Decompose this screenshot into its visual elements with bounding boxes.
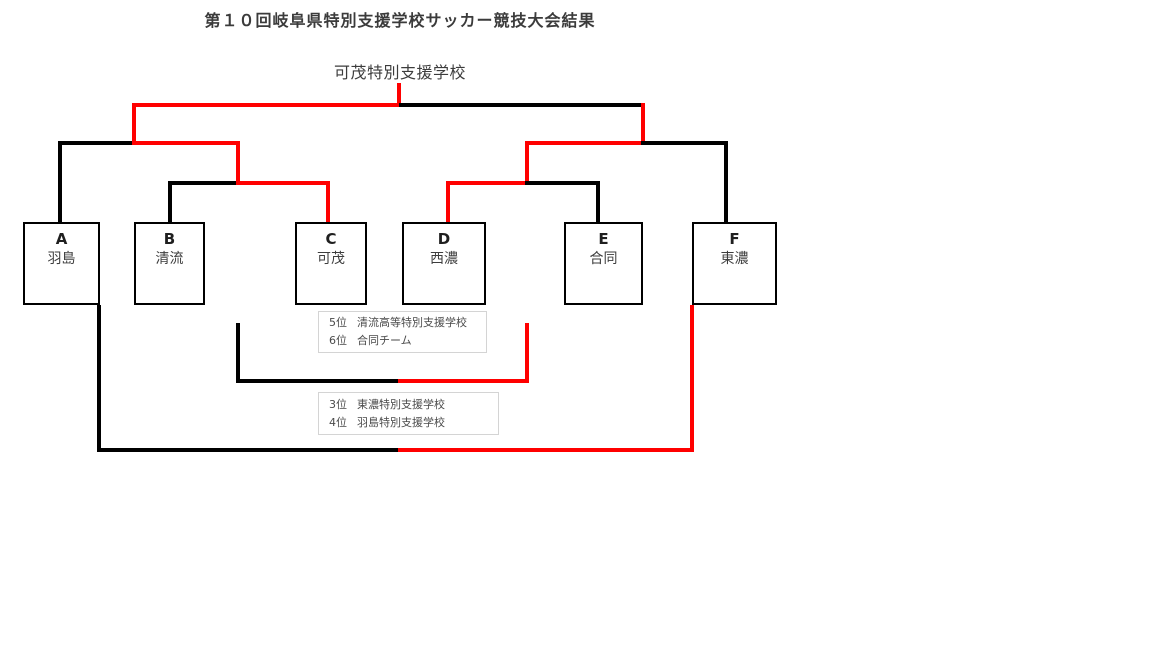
team-e-seed: E bbox=[598, 230, 609, 248]
team-d-seed: D bbox=[437, 230, 451, 248]
team-d-name: 西濃 bbox=[430, 250, 458, 267]
champion-stub-line bbox=[397, 83, 401, 107]
result-row-3rd: 3位東濃特別支援学校 bbox=[329, 397, 488, 413]
connector-team-a bbox=[58, 141, 62, 222]
champion-label: 可茂特別支援学校 bbox=[333, 63, 466, 82]
team-e-name: 合同 bbox=[589, 250, 618, 267]
de-match-line-e-side bbox=[525, 181, 600, 185]
rank-3-label: 3位 bbox=[329, 397, 347, 411]
result-row-5th: 5位清流高等特別支援学校 bbox=[329, 315, 476, 331]
result-row-6th: 6位合同チーム bbox=[329, 333, 476, 349]
de-match-riser bbox=[525, 141, 529, 185]
team-f-seed: F bbox=[729, 230, 740, 248]
final-riser-right bbox=[641, 103, 645, 145]
team-a-name: 羽島 bbox=[47, 250, 76, 267]
fifth-place-line-left bbox=[236, 379, 402, 383]
rank-5-label: 5位 bbox=[329, 316, 347, 330]
team-box-d: D 西濃 bbox=[402, 222, 486, 305]
team-c-seed: C bbox=[325, 230, 337, 248]
team-box-f: F 東濃 bbox=[692, 222, 777, 305]
fifth-place-right-drop bbox=[525, 323, 529, 383]
rank-4-team: 羽島特別支援学校 bbox=[357, 415, 445, 429]
team-b-name: 清流 bbox=[155, 250, 184, 267]
connector-team-d bbox=[446, 181, 450, 222]
semifinal-right-line-winner-side bbox=[525, 141, 645, 145]
team-box-e: E 合同 bbox=[564, 222, 643, 305]
fifth-place-line-right bbox=[398, 379, 529, 383]
result-box-3rd-4th: 3位東濃特別支援学校 4位羽島特別支援学校 bbox=[318, 392, 499, 435]
bc-match-line-c-side bbox=[236, 181, 330, 185]
third-place-right-drop bbox=[690, 305, 694, 452]
team-box-c: C 可茂 bbox=[295, 222, 367, 305]
de-match-line-d-side bbox=[446, 181, 529, 185]
page-title: 第１０回岐阜県特別支援学校サッカー競技大会結果 bbox=[204, 11, 596, 30]
result-box-5th-6th: 5位清流高等特別支援学校 6位合同チーム bbox=[318, 311, 487, 353]
third-place-line-right bbox=[398, 448, 694, 452]
rank-5-team: 清流高等特別支援学校 bbox=[357, 316, 467, 330]
bc-match-riser bbox=[236, 141, 240, 185]
semifinal-left-line-winner-side bbox=[132, 141, 240, 145]
semifinal-right-line-f-side bbox=[641, 141, 728, 145]
final-line-right-loser bbox=[399, 103, 645, 107]
final-riser-left bbox=[132, 103, 136, 145]
final-line-left-winner bbox=[132, 103, 401, 107]
rank-6-label: 6位 bbox=[329, 334, 347, 347]
rank-6-team: 合同チーム bbox=[357, 334, 412, 347]
connector-team-c bbox=[326, 181, 330, 222]
team-box-a: A 羽島 bbox=[23, 222, 100, 305]
bc-match-line-b-side bbox=[168, 181, 240, 185]
team-c-name: 可茂 bbox=[317, 250, 345, 267]
rank-3-team: 東濃特別支援学校 bbox=[357, 397, 445, 411]
team-f-name: 東濃 bbox=[720, 250, 749, 267]
semifinal-left-line-a-side bbox=[58, 141, 136, 145]
third-place-left-drop bbox=[97, 305, 101, 452]
team-a-seed: A bbox=[55, 230, 68, 248]
team-box-b: B 清流 bbox=[134, 222, 205, 305]
third-place-line-left bbox=[97, 448, 402, 452]
rank-4-label: 4位 bbox=[329, 415, 347, 429]
fifth-place-left-drop bbox=[236, 323, 240, 383]
connector-team-b bbox=[168, 181, 172, 222]
team-b-seed: B bbox=[163, 230, 176, 248]
connector-team-f bbox=[724, 141, 728, 222]
result-row-4th: 4位羽島特別支援学校 bbox=[329, 415, 488, 431]
connector-team-e bbox=[596, 181, 600, 222]
